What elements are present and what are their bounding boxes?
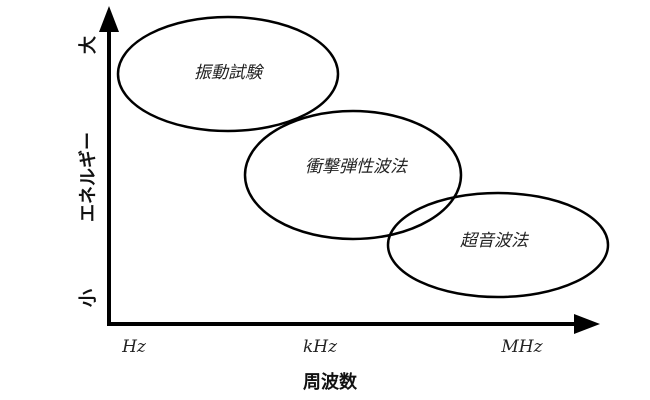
y-axis-arrow [99,6,119,32]
x-axis-label: 周波数 [303,371,358,393]
region-label-vibration: 振動試験 [194,63,265,83]
region-label-ultrasonic: 超音波法 [460,231,530,251]
region-ellipse-impact-echo [243,109,463,241]
x-tick-khz: kHz [303,337,338,357]
x-tick-mhz: MHz [500,337,543,357]
x-axis-arrow [574,314,600,334]
y-axis-label: エネルギー [78,132,99,222]
region-ellipse-ultrasonic [386,191,610,299]
region-label-impact-echo: 衝撃弾性波法 [305,157,409,177]
x-tick-hz: Hz [121,337,147,357]
region-ellipse-vibration [116,15,340,133]
y-axis-high-label: 大 [77,36,99,54]
y-axis-low-label: 小 [78,289,99,307]
